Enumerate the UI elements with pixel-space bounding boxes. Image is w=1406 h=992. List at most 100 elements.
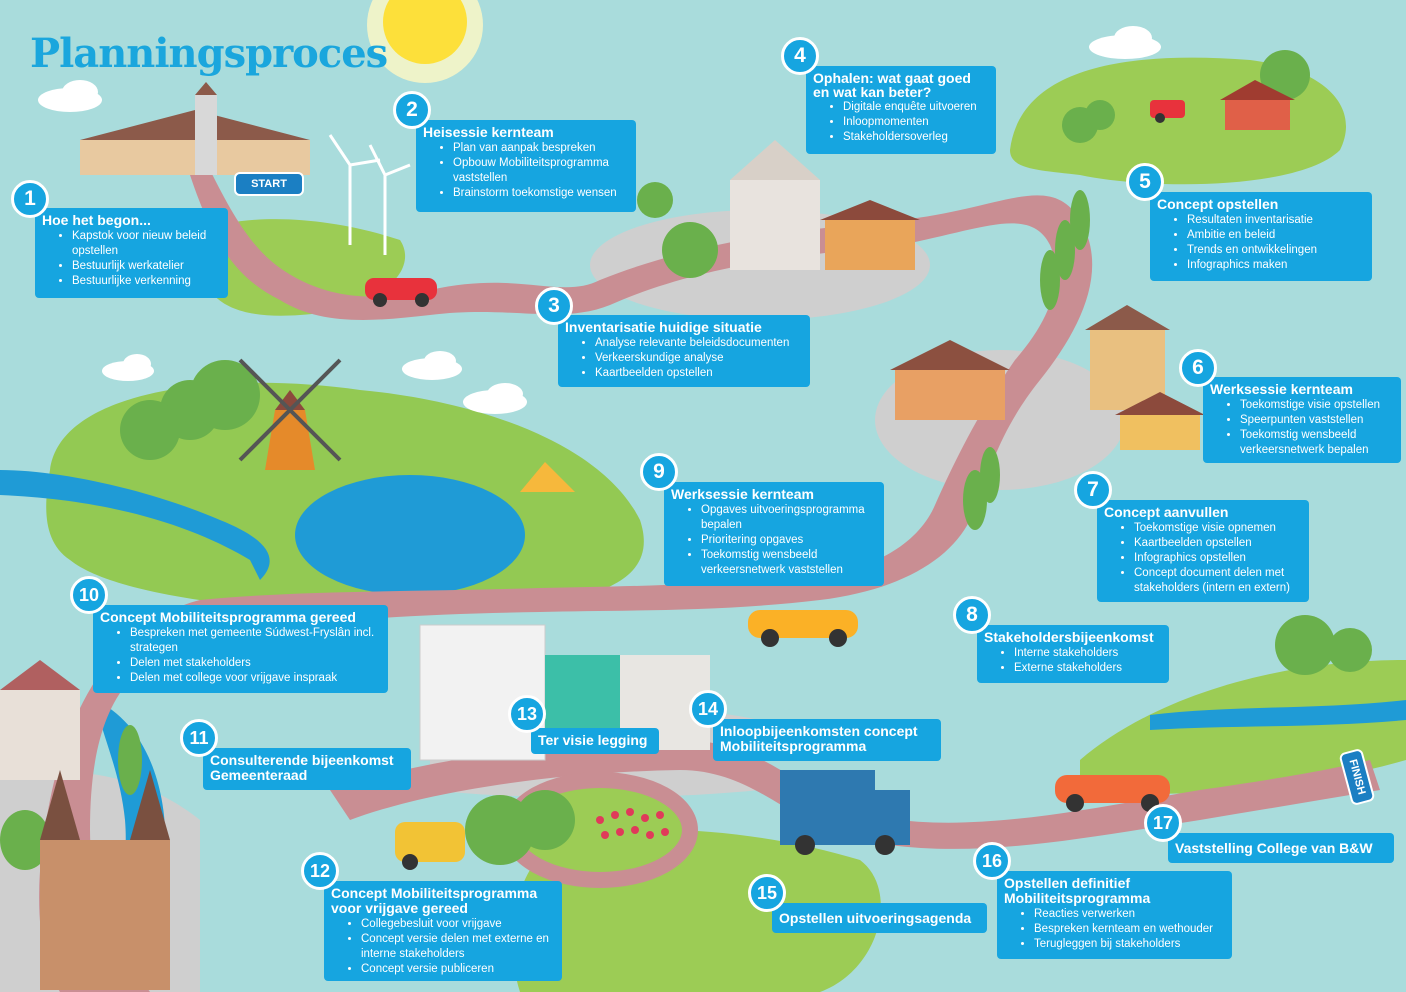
step-9-box: Werksessie kernteam Opgaves uitvoeringsp… bbox=[664, 482, 884, 586]
step-10-box: Concept Mobiliteitsprogramma gereed Besp… bbox=[93, 605, 388, 693]
step-16-title: Opstellen definitief Mobiliteitsprogramm… bbox=[1004, 875, 1151, 906]
step-5-number: 5 bbox=[1126, 163, 1164, 201]
step-3-box: Inventarisatie huidige situatie Analyse … bbox=[558, 315, 810, 387]
step-10-number: 10 bbox=[70, 576, 108, 614]
step-2-item: Plan van aanpak bespreken bbox=[453, 141, 629, 156]
step-4-title: Ophalen: wat gaat goed en wat kan beter? bbox=[813, 70, 971, 100]
step-11-number: 11 bbox=[180, 719, 218, 757]
step-17-number: 17 bbox=[1144, 804, 1182, 842]
step-4-number: 4 bbox=[781, 37, 819, 75]
step-6-title: Werksessie kernteam bbox=[1210, 381, 1353, 397]
step-7-item: Concept document delen met stakeholders … bbox=[1134, 566, 1302, 596]
step-16-item: Bespreken kernteam en wethouder bbox=[1034, 922, 1225, 937]
step-3-number: 3 bbox=[535, 287, 573, 325]
step-12-title: Concept Mobiliteitsprogramma voor vrijga… bbox=[331, 885, 538, 916]
step-3-item: Analyse relevante beleidsdocumenten bbox=[595, 336, 803, 351]
vehicles bbox=[365, 100, 1185, 870]
step-3-item: Verkeerskundige analyse bbox=[595, 351, 803, 366]
step-15-box: Opstellen uitvoeringsagenda bbox=[772, 903, 987, 933]
step-10-item: Delen met college voor vrijgave inspraak bbox=[130, 671, 381, 686]
step-4-item: Stakeholdersoverleg bbox=[843, 130, 989, 145]
step-6-item: Toekomstig wensbeeld verkeersnetwerk bep… bbox=[1240, 428, 1394, 458]
step-1-box: Hoe het begon... Kapstok voor nieuw bele… bbox=[35, 208, 228, 298]
step-8-item: Externe stakeholders bbox=[1014, 661, 1162, 676]
step-6-box: Werksessie kernteam Toekomstige visie op… bbox=[1203, 377, 1401, 463]
step-1-number: 1 bbox=[11, 180, 49, 218]
step-5-item: Resultaten inventarisatie bbox=[1187, 213, 1365, 228]
clouds bbox=[38, 26, 1161, 414]
step-7-item: Infographics opstellen bbox=[1134, 551, 1302, 566]
step-5-item: Trends en ontwikkelingen bbox=[1187, 243, 1365, 258]
step-15-number: 15 bbox=[748, 874, 786, 912]
step-12-item: Collegebesluit voor vrijgave bbox=[361, 917, 555, 932]
step-12-item: Concept versie publiceren bbox=[361, 962, 555, 977]
tulips bbox=[596, 808, 669, 839]
step-7-box: Concept aanvullen Toekomstige visie opne… bbox=[1097, 500, 1309, 602]
step-11-box: Consulterende bijeenkomst Gemeenteraad bbox=[203, 748, 411, 790]
step-7-item: Toekomstige visie opnemen bbox=[1134, 521, 1302, 536]
step-8-box: Stakeholdersbijeenkomst Interne stakehol… bbox=[977, 625, 1169, 683]
step-16-box: Opstellen definitief Mobiliteitsprogramm… bbox=[997, 871, 1232, 959]
step-8-title: Stakeholdersbijeenkomst bbox=[984, 629, 1154, 645]
step-7-item: Kaartbeelden opstellen bbox=[1134, 536, 1302, 551]
wind-turbines bbox=[328, 134, 411, 255]
step-3-title: Inventarisatie huidige situatie bbox=[565, 319, 762, 335]
step-6-number: 6 bbox=[1179, 349, 1217, 387]
step-6-item: Speerpunten vaststellen bbox=[1240, 413, 1394, 428]
step-9-item: Prioritering opgaves bbox=[701, 533, 877, 548]
step-11-title: Consulterende bijeenkomst Gemeenteraad bbox=[210, 752, 394, 783]
step-14-title: Inloopbijeenkomsten concept Mobiliteitsp… bbox=[720, 723, 918, 754]
step-10-item: Bespreken met gemeente Súdwest-Fryslân i… bbox=[130, 626, 381, 656]
step-8-item: Interne stakeholders bbox=[1014, 646, 1162, 661]
step-9-item: Toekomstig wensbeeld verkeersnetwerk vas… bbox=[701, 548, 877, 578]
step-5-title: Concept opstellen bbox=[1157, 196, 1279, 212]
windmill bbox=[238, 358, 342, 470]
step-14-number: 14 bbox=[689, 690, 727, 728]
step-12-box: Concept Mobiliteitsprogramma voor vrijga… bbox=[324, 881, 562, 981]
trees bbox=[0, 50, 1372, 870]
sun bbox=[367, 0, 483, 83]
step-13-box: Ter visie legging bbox=[531, 728, 659, 754]
step-9-title: Werksessie kernteam bbox=[671, 486, 814, 502]
step-4-item: Digitale enquête uitvoeren bbox=[843, 100, 989, 115]
step-16-item: Terugleggen bij stakeholders bbox=[1034, 937, 1225, 952]
step-2-box: Heisessie kernteam Plan van aanpak bespr… bbox=[416, 120, 636, 212]
step-12-number: 12 bbox=[301, 852, 339, 890]
step-6-item: Toekomstige visie opstellen bbox=[1240, 398, 1394, 413]
step-8-number: 8 bbox=[953, 596, 991, 634]
step-5-box: Concept opstellen Resultaten inventarisa… bbox=[1150, 192, 1372, 281]
step-14-box: Inloopbijeenkomsten concept Mobiliteitsp… bbox=[713, 719, 941, 761]
step-2-item: Brainstorm toekomstige wensen bbox=[453, 186, 629, 201]
step-17-title: Vaststelling College van B&W bbox=[1175, 840, 1373, 856]
step-1-item: Bestuurlijk werkatelier bbox=[72, 259, 221, 274]
step-7-number: 7 bbox=[1074, 471, 1112, 509]
step-2-item: Opbouw Mobiliteitsprogramma vaststellen bbox=[453, 156, 629, 186]
step-5-item: Ambitie en beleid bbox=[1187, 228, 1365, 243]
start-sign: START bbox=[234, 172, 304, 196]
step-2-title: Heisessie kernteam bbox=[423, 124, 554, 140]
road-lower bbox=[330, 740, 1380, 849]
step-9-number: 9 bbox=[640, 453, 678, 491]
step-16-number: 16 bbox=[973, 842, 1011, 880]
step-4-box: Ophalen: wat gaat goed en wat kan beter?… bbox=[806, 66, 996, 154]
step-7-title: Concept aanvullen bbox=[1104, 504, 1229, 520]
step-10-title: Concept Mobiliteitsprogramma gereed bbox=[100, 609, 356, 625]
step-13-title: Ter visie legging bbox=[538, 732, 648, 748]
step-9-item: Opgaves uitvoeringsprogramma bepalen bbox=[701, 503, 877, 533]
step-1-item: Bestuurlijke verkenning bbox=[72, 274, 221, 289]
step-16-item: Reacties verwerken bbox=[1034, 907, 1225, 922]
step-1-title: Hoe het begon... bbox=[42, 212, 151, 228]
step-1-item: Kapstok voor nieuw beleid opstellen bbox=[72, 229, 221, 259]
step-3-item: Kaartbeelden opstellen bbox=[595, 366, 803, 381]
tent bbox=[520, 462, 575, 492]
houses bbox=[0, 80, 1295, 990]
step-15-title: Opstellen uitvoeringsagenda bbox=[779, 910, 972, 926]
step-2-number: 2 bbox=[393, 91, 431, 129]
step-5-item: Infographics maken bbox=[1187, 258, 1365, 273]
step-4-item: Inloopmomenten bbox=[843, 115, 989, 130]
step-13-number: 13 bbox=[508, 695, 546, 733]
page-title: Planningsproces bbox=[30, 30, 388, 77]
step-12-item: Concept versie delen met externe en inte… bbox=[361, 932, 555, 962]
step-10-item: Delen met stakeholders bbox=[130, 656, 381, 671]
